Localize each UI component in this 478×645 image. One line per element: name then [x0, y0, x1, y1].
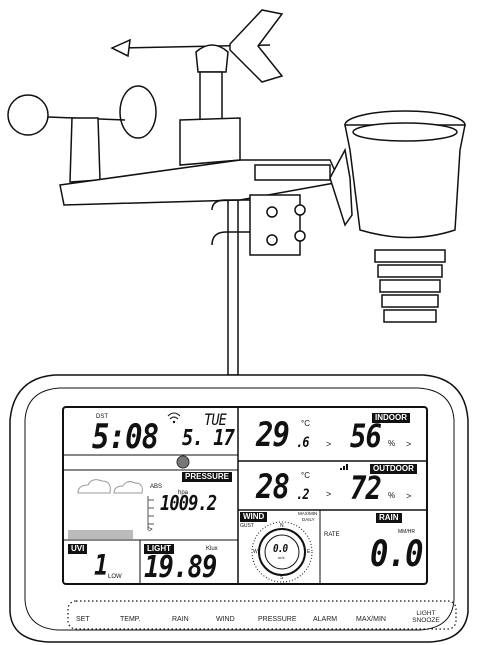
wind-speed: 0.0 — [273, 542, 288, 555]
wind-label: WIND — [240, 512, 268, 522]
alarm-button[interactable]: ALARM — [313, 616, 338, 623]
pressure-button[interactable]: PRESSURE — [258, 616, 297, 623]
pressure-value: 1009.2 — [160, 491, 217, 515]
wind-daily: DAILY — [302, 517, 315, 522]
indoor-temp-decimal: .6 — [296, 435, 309, 451]
maxmin-button[interactable]: MAX/MIN — [356, 616, 386, 623]
outdoor-humidity-unit: % — [388, 491, 396, 500]
uvi-value: 1 — [94, 549, 108, 582]
indoor-temp-unit: °C — [301, 419, 310, 428]
outdoor-label: OUTDOOR — [370, 464, 417, 474]
rain-label: RAIN — [376, 513, 402, 523]
compass-east: E — [307, 549, 311, 555]
rain-rate: RATE — [324, 532, 340, 538]
indoor-humidity: 56 — [350, 417, 382, 455]
clock-date: 5. 17 — [182, 426, 235, 451]
dst-indicator: DST — [96, 414, 108, 420]
rain-value: 0.0 — [370, 534, 424, 575]
clock-weekday: TUE — [204, 410, 227, 429]
clock-time: 5:08 — [92, 417, 159, 457]
light-label: LIGHT — [144, 544, 174, 554]
wind-gust: GUST — [240, 523, 254, 529]
uvi-label: UVI — [68, 544, 88, 554]
outdoor-humidity: 72 — [350, 469, 382, 507]
compass-west: W — [253, 549, 258, 555]
compass-north: N — [280, 523, 284, 529]
wind-button[interactable]: WIND — [216, 616, 235, 623]
compass-south: S — [280, 575, 284, 581]
light-value: 19.89 — [144, 550, 217, 585]
set-button[interactable]: SET — [76, 616, 90, 623]
indoor-humidity-unit: % — [388, 439, 396, 448]
outdoor-temp-unit: °C — [301, 471, 310, 480]
indoor-temp: 29 — [256, 415, 290, 455]
wind-unit: m/s — [278, 555, 285, 560]
pressure-unit: hpa — [178, 490, 189, 496]
pressure-chevron: > — [148, 525, 153, 534]
light-unit: Klux — [206, 546, 218, 552]
outdoor-temp-decimal: .2 — [296, 487, 309, 503]
uvi-level: LOW — [108, 574, 122, 580]
indoor-label: INDOOR — [372, 413, 410, 423]
outdoor-humidity-chevron: > — [406, 491, 412, 501]
pressure-label: PRESSURE — [182, 472, 233, 482]
light-snooze-button[interactable]: LIGHT SNOOZE — [412, 610, 440, 624]
temp-button[interactable]: TEMP. — [120, 616, 141, 623]
pressure-abs: ABS — [150, 484, 163, 490]
wind-maxmin: MAX/MIN — [298, 511, 318, 516]
outdoor-temp: 28 — [256, 467, 290, 507]
rain-button[interactable]: RAIN — [172, 616, 189, 623]
rain-unit: MM/HR — [398, 529, 415, 535]
indoor-humidity-chevron: > — [406, 439, 412, 449]
indoor-temp-chevron: > — [326, 439, 332, 449]
outdoor-temp-chevron: > — [326, 489, 332, 499]
